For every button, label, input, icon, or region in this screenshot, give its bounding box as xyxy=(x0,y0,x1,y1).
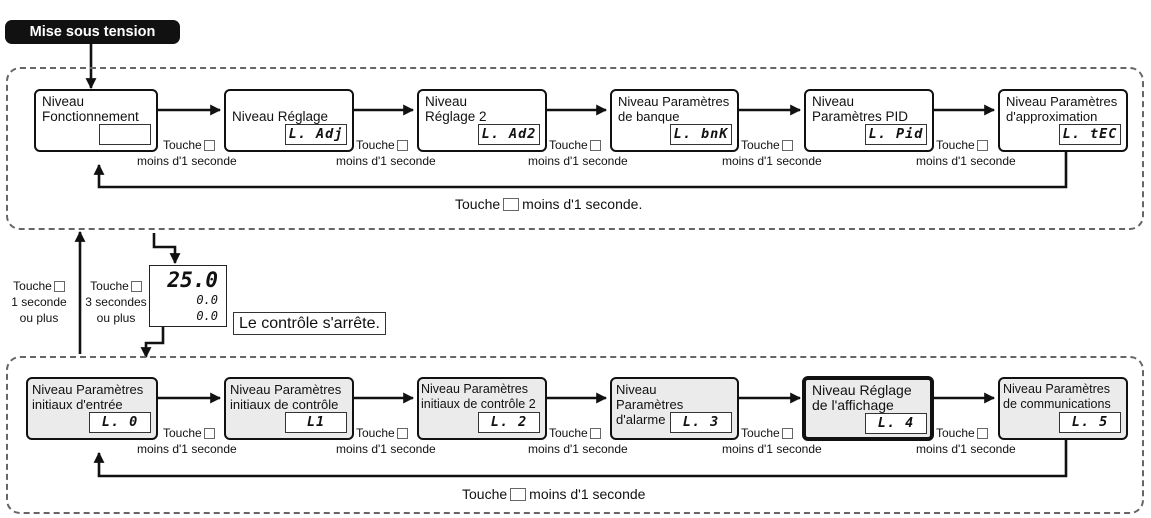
level-display: L. 4 xyxy=(865,413,927,434)
control-stop-note: Le contrôle s'arrête. xyxy=(233,312,386,335)
key-icon xyxy=(589,140,601,151)
key-icon xyxy=(781,140,793,151)
key-duration: moins d'1 seconde xyxy=(528,154,628,168)
process-value: 25.0 xyxy=(167,268,218,292)
key-icon xyxy=(396,140,408,151)
key-label: Touche xyxy=(936,427,988,440)
key-label: Touche xyxy=(741,139,793,152)
level-title: Niveau Paramètres initiaux d'entrée xyxy=(32,382,144,412)
arrow-top-return xyxy=(93,152,1068,189)
key-duration: moins d'1 seconde xyxy=(916,442,1016,456)
level-display xyxy=(99,124,151,145)
level-title: Niveau Paramètres initiaux de contrôle xyxy=(230,382,342,412)
control-stop-display: 25.0 0.0 0.0 xyxy=(149,265,227,327)
level-title: Niveau Paramètres d'alarme xyxy=(616,382,684,427)
level-display: L. 2 xyxy=(478,412,540,433)
level-input-initial[interactable]: Niveau Paramètres initiaux d'entrée L. 0 xyxy=(26,377,158,440)
level-title: Niveau Réglage 2 xyxy=(425,94,487,124)
key-label: Touche xyxy=(163,139,215,152)
key-icon xyxy=(396,428,408,439)
key-label: Touche xyxy=(936,139,988,152)
key-duration: moins d'1 seconde xyxy=(916,154,1016,168)
level-approximation-settings[interactable]: Niveau Paramètres d'approximation L. tEC xyxy=(998,89,1128,152)
key-icon xyxy=(203,428,215,439)
level-display: L. Adj xyxy=(285,124,347,145)
key-icon xyxy=(503,198,520,211)
level-display: L. 5 xyxy=(1059,412,1121,433)
side-label-1s: Touche 1 seconde ou plus xyxy=(11,279,67,325)
level-alarm-settings[interactable]: Niveau Paramètres d'alarme L. 3 xyxy=(610,377,739,440)
side-label-3s: Touche 3 secondes ou plus xyxy=(85,279,147,325)
key-duration: moins d'1 seconde xyxy=(336,442,436,456)
set-value-1: 0.0 xyxy=(196,293,218,307)
level-display: L1 xyxy=(285,412,347,433)
power-on-label: Mise sous tension xyxy=(5,20,180,44)
key-icon xyxy=(976,428,988,439)
set-value-2: 0.0 xyxy=(196,309,218,323)
level-operation[interactable]: Niveau Fonctionnement xyxy=(34,89,158,152)
key-label: Touche xyxy=(356,427,408,440)
level-display: L. Pid xyxy=(865,124,927,145)
level-title: Niveau Réglage de l'affichage xyxy=(812,382,912,413)
key-label: Touche xyxy=(549,139,601,152)
arrow-bottom-return xyxy=(93,440,1068,478)
level-title: Niveau Paramètres de banque xyxy=(618,94,730,124)
key-duration: moins d'1 seconde xyxy=(137,154,237,168)
level-title: Niveau Paramètres de communications xyxy=(1003,382,1111,411)
level-title: Niveau Réglage xyxy=(232,109,329,124)
key-duration: moins d'1 seconde xyxy=(722,442,822,456)
key-label: Touche xyxy=(741,427,793,440)
key-icon xyxy=(53,281,65,292)
level-adjustment-2[interactable]: Niveau Réglage 2 L. Ad2 xyxy=(417,89,547,152)
level-display: L. Ad2 xyxy=(478,124,540,145)
key-label: Touche xyxy=(356,139,408,152)
level-control-initial-2[interactable]: Niveau Paramètres initiaux de contrôle 2… xyxy=(417,377,547,440)
top-level-group xyxy=(6,67,1144,230)
level-pid-settings[interactable]: Niveau Paramètres PID L. Pid xyxy=(804,89,934,152)
key-duration: moins d'1 seconde xyxy=(722,154,822,168)
key-icon xyxy=(130,281,142,292)
level-title: Niveau Paramètres PID xyxy=(812,94,909,124)
level-adjustment[interactable]: Niveau Réglage L. Adj xyxy=(224,89,354,152)
key-icon xyxy=(510,488,527,501)
key-duration: moins d'1 seconde xyxy=(137,442,237,456)
level-display: L. tEC xyxy=(1059,124,1121,145)
arrow-to-stop-display xyxy=(152,233,181,265)
level-display-adjustment[interactable]: Niveau Réglage de l'affichage L. 4 xyxy=(802,376,934,441)
level-control-initial[interactable]: Niveau Paramètres initiaux de contrôle L… xyxy=(224,377,354,440)
arrow-stop-to-bottom xyxy=(140,327,165,359)
key-icon xyxy=(976,140,988,151)
key-icon xyxy=(589,428,601,439)
key-duration: moins d'1 seconde xyxy=(336,154,436,168)
level-display: L. 3 xyxy=(670,412,732,433)
key-label: Touche xyxy=(163,427,215,440)
level-title: Niveau Fonctionnement xyxy=(42,94,139,124)
level-display: L. bnK xyxy=(670,124,732,145)
level-title: Niveau Paramètres d'approximation xyxy=(1006,94,1118,124)
level-title: Niveau Paramètres initiaux de contrôle 2 xyxy=(421,382,536,411)
level-bank-settings[interactable]: Niveau Paramètres de banque L. bnK xyxy=(610,89,739,152)
key-duration: moins d'1 seconde xyxy=(528,442,628,456)
level-display: L. 0 xyxy=(89,412,151,433)
key-icon xyxy=(781,428,793,439)
bottom-level-group xyxy=(6,356,1144,514)
key-label: Touche xyxy=(549,427,601,440)
key-icon xyxy=(203,140,215,151)
level-communications-settings[interactable]: Niveau Paramètres de communications L. 5 xyxy=(998,377,1128,440)
